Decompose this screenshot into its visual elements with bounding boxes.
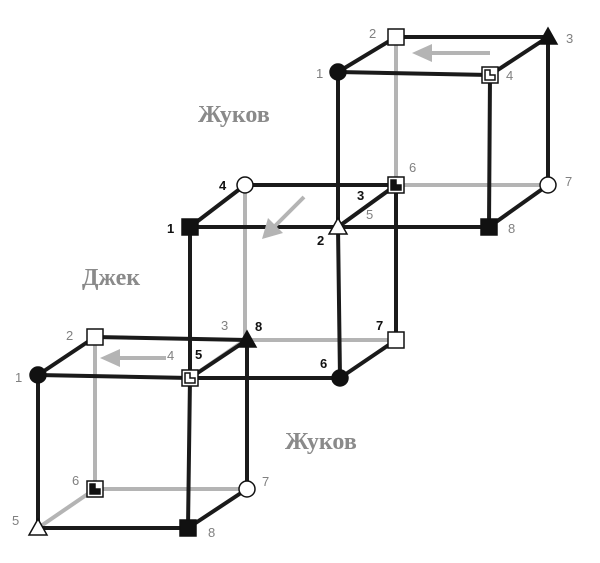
bottom-cube-vertex-2-square-icon <box>86 328 104 346</box>
top-cube-vertex-4-corner-icon <box>481 66 499 84</box>
middle-cube-vertex-3-triangle-icon <box>236 329 258 348</box>
top-cube-edge <box>487 183 550 229</box>
middle-cube-edge <box>336 225 342 380</box>
top-cube-vertex-1-circle-icon <box>329 63 347 81</box>
label-dzhek: Джек <box>82 265 140 291</box>
middle-cube-vertex-7-square-icon <box>387 331 405 349</box>
top-cube-vertex-3-triangle-icon <box>537 26 559 45</box>
middle-cube-vertex-6-circle-icon <box>331 369 349 387</box>
middle-cube-edge <box>336 183 398 229</box>
middle-cube-num-2: 2 <box>317 233 324 248</box>
bottom-cube-num-6: 6 <box>72 473 79 488</box>
top-cube-num-3: 3 <box>566 31 573 46</box>
middle-cube-num-3: 3 <box>357 188 364 203</box>
bottom-cube-vertex-6-corner-icon <box>86 480 104 498</box>
middle-arrow-icon <box>262 195 306 239</box>
top-cube-edge <box>336 70 492 77</box>
top-cube-num-8: 8 <box>508 221 515 236</box>
bottom-cube-edge <box>186 376 192 530</box>
middle-cube-num-4: 4 <box>219 178 227 193</box>
top-cube-num-5: 5 <box>366 207 373 222</box>
top-cube-edge <box>487 73 492 229</box>
top-arrow-icon <box>412 44 490 62</box>
bottom-cube-num-4: 4 <box>167 348 174 363</box>
bottom-cube-num-5: 5 <box>12 513 19 528</box>
top-cube-vertex-2-square-icon <box>387 28 405 46</box>
middle-cube-edge <box>338 338 398 380</box>
label-zhukov-bottom: Жуков <box>285 429 357 455</box>
middle-cube-num-8: 8 <box>255 319 262 334</box>
middle-cube-vertex-1-square-icon <box>181 218 199 236</box>
top-cube-vertex-6-corner-icon <box>387 176 405 194</box>
top-cube-vertex-7-circle-icon <box>539 176 557 194</box>
bottom-cube-num-3: 3 <box>221 318 228 333</box>
top-cube-vertex-8-square-icon <box>480 218 498 236</box>
top-cube-num-4: 4 <box>506 68 513 83</box>
label-zhukov-top: Жуков <box>198 102 270 128</box>
shared-vertex-triangle-icon <box>327 216 349 235</box>
bottom-cube-num-2: 2 <box>66 328 73 343</box>
bottom-cube-edge <box>36 373 192 380</box>
bottom-arrow-icon <box>100 349 166 367</box>
middle-cube-vertex-4-circle-icon <box>236 176 254 194</box>
bottom-cube-edge <box>36 335 97 377</box>
bottom-cube-vertex-1-circle-icon <box>29 366 47 384</box>
bottom-cube-vertex-5-triangle-icon <box>27 517 49 536</box>
bottom-cube-vertex-8-square-icon <box>179 519 197 537</box>
top-cube-num-1: 1 <box>316 66 323 81</box>
shared-vertex-corner-icon <box>181 369 199 387</box>
middle-cube-num-5: 5 <box>195 347 202 362</box>
bottom-cube-vertex-7-circle-icon <box>238 480 256 498</box>
top-cube-num-7: 7 <box>565 174 572 189</box>
bottom-cube-num-7: 7 <box>262 474 269 489</box>
bottom-cube-num-1: 1 <box>15 370 22 385</box>
middle-cube-num-7: 7 <box>376 318 383 333</box>
bottom-cube-num-8: 8 <box>208 525 215 540</box>
middle-cube-num-1: 1 <box>167 221 174 236</box>
top-cube-num-2: 2 <box>369 26 376 41</box>
middle-cube-edge <box>188 183 247 229</box>
top-cube-edge <box>488 35 550 77</box>
middle-cube-num-6: 6 <box>320 356 327 371</box>
bottom-cube-edge <box>188 338 249 380</box>
bottom-cube-hidden-edge <box>36 487 97 530</box>
top-cube-num-6: 6 <box>409 160 416 175</box>
top-cube-edge <box>336 35 398 74</box>
bottom-cube-edge <box>186 487 249 530</box>
bottom-cube-edge <box>93 335 249 342</box>
